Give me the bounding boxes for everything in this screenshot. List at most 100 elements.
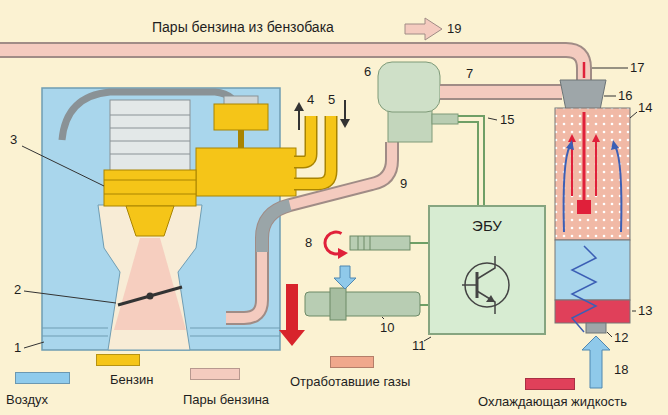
control-unit-box: ЭБУ [428,205,546,335]
injector-nozzle [126,206,174,236]
injector-rib [110,128,190,129]
fuel-pipe [294,116,311,162]
leader-line [607,332,612,337]
legend-text: Воздух [6,392,48,408]
injector-rib [104,180,196,181]
connector-neck [238,130,244,148]
callout-number: 11 [412,338,426,354]
air-flow [611,140,619,150]
air-chamber [555,240,630,300]
legend-text: Пары бензина [183,392,269,408]
injector-connector [214,104,268,130]
leader-line [22,146,104,186]
legend-swatch [330,356,374,368]
leader-line [24,291,116,303]
injector-head [110,100,190,172]
callout-number: 9 [400,176,407,192]
throttle-body [42,88,280,350]
transistor-symbol [477,256,495,279]
fuel-rail [196,148,296,196]
callout-number: 19 [447,21,461,37]
air-flow [564,146,570,232]
intake-channel [98,205,202,350]
callout-number: 10 [380,320,394,336]
leader-line [382,317,384,319]
legend-swatch [525,378,575,390]
air-port [586,323,606,333]
legend-text: Охлаждающая жидкость [478,394,627,410]
flange-line [42,328,108,329]
vapour-flow [595,140,597,196]
valve-plug [577,200,591,214]
flow-arrow [294,102,304,111]
vapour-flow [592,134,600,142]
exhaust-arrow [279,284,305,346]
unit-label: ЭБУ [430,207,544,235]
callout-number: 16 [618,88,632,104]
wire [420,304,428,306]
callout-number: 1 [14,340,21,356]
vapour-pipe [0,50,584,84]
leader-line [630,112,637,118]
sensor-nut [330,288,346,320]
callout-number: 18 [614,362,628,378]
injector-rib [110,154,190,155]
air-arrow [334,266,356,289]
vapour-pipe [440,86,562,98]
flow-arrow [340,119,350,128]
transistor-symbol [477,291,495,314]
callout-number: 3 [10,132,17,148]
flow-arrow [298,110,300,130]
injector-rib [110,141,190,142]
injector-rib [104,194,196,195]
speed-sensor [350,236,410,250]
canister-neck [560,80,606,110]
carbon-bed [555,108,630,240]
vapour-pipe [440,84,562,100]
callout-number: 6 [364,64,371,80]
wire [458,122,478,205]
legend-swatch [190,368,240,380]
callout-number: 17 [630,60,644,76]
wire [458,116,484,205]
fuel-pipe [294,116,311,162]
callout-number: 15 [500,112,514,128]
sensor-thread [370,236,371,250]
flange-line [190,328,280,329]
flow-arrow [405,18,442,40]
callout-number: 4 [307,92,314,108]
transistor-symbol [486,295,495,302]
legend-text: Отработавшие газы [290,374,410,390]
air-flow [615,146,621,232]
pipe-elbow [262,205,290,252]
sensor-thread [358,236,359,250]
purge-valve [378,62,440,112]
wire [410,242,428,244]
throttle-axis [147,293,154,300]
throttle-plate [118,287,182,305]
fuel-spray [114,238,186,330]
spring [572,246,596,332]
valve-connector [432,114,458,124]
flow-arrow [344,100,346,120]
callout-number: 12 [614,330,628,346]
rotation-arrow [338,248,348,259]
legend-text: Бензин [110,372,153,388]
leader-line [488,118,497,120]
legend-swatch [15,372,70,384]
oxygen-sensor [305,292,420,316]
injector-rib [110,115,190,116]
flange-line [190,336,280,337]
callout-number: 8 [305,235,312,251]
callout-number: 13 [638,303,652,319]
transistor-symbol [462,284,477,286]
leader-line [632,311,636,312]
air-flow [566,140,574,150]
vapour-pipe [0,50,584,84]
valve-base [388,110,432,142]
callout-number: 14 [638,100,652,116]
leader-line [24,342,44,348]
callout-number: 7 [466,66,473,82]
